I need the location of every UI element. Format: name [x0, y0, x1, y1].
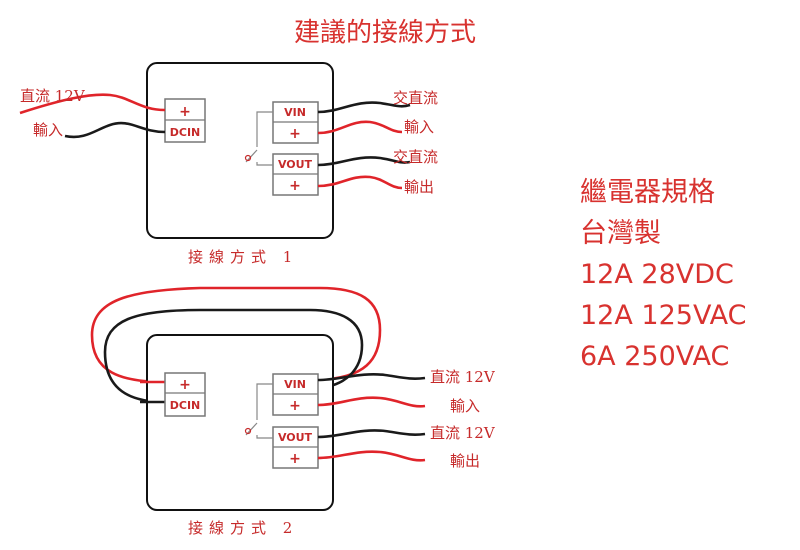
wire-dc-neg — [64, 121, 166, 139]
vin2-label: VIN — [284, 378, 306, 391]
wire-vin-neg — [317, 101, 411, 114]
d2-dc-input-label-2: 輸入 — [450, 397, 480, 415]
d1-acdc-input-label-2: 輸入 — [404, 118, 434, 136]
d2-dc-output-label: 直流 12V — [430, 424, 496, 442]
loop-wire-red — [90, 286, 382, 384]
vout-label: VOUT — [278, 158, 313, 171]
d2-caption: 接線方式 2 — [188, 519, 298, 537]
d1-dc-input-label-2: 輸入 — [33, 121, 63, 139]
d2-dc-output-label-2: 輸出 — [450, 452, 480, 470]
page-title: 建議的接線方式 — [293, 18, 476, 48]
vout2-plus: + — [289, 451, 301, 467]
spec-line: 台灣製 — [580, 218, 661, 249]
d1-caption: 接線方式 1 — [188, 248, 298, 266]
spec-line: 12A 28VDC — [580, 259, 734, 290]
d1-acdc-output-label-2: 輸出 — [404, 178, 434, 196]
spec-line: 12A 125VAC — [580, 300, 747, 331]
wire2-vout-pos — [317, 450, 426, 462]
vin2-plus: + — [289, 398, 301, 414]
dcin2-label: DCIN — [170, 399, 201, 412]
relay-body — [146, 62, 334, 239]
vout2-label: VOUT — [278, 431, 313, 444]
wire-dc-pos — [19, 93, 166, 115]
switch-symbol — [244, 111, 273, 166]
d1-acdc-input-label: 交直流 — [393, 89, 438, 107]
d1-dc-input-label: 直流 12V — [20, 87, 86, 105]
dcin2-plus: + — [179, 377, 191, 393]
spec-line: 6A 250VAC — [580, 341, 730, 372]
d1-acdc-output-label: 交直流 — [393, 148, 438, 166]
diagram-2: + DCIN VIN + VOUT + 直流 12V 輸入 直流 12V 輸出 … — [90, 286, 496, 537]
d2-dc-input-label: 直流 12V — [430, 368, 496, 386]
vout-plus: + — [289, 178, 301, 194]
vin-label: VIN — [284, 106, 306, 119]
vin-plus: + — [289, 126, 301, 142]
wire-vout-pos — [317, 175, 403, 190]
dcin-label: DCIN — [170, 126, 201, 139]
wire-vin-pos — [317, 120, 403, 135]
relay-body-2 — [146, 334, 334, 511]
loop-wire-black — [103, 308, 364, 404]
relay-specs: 繼電器規格 台灣製 12A 28VDC 12A 125VAC 6A 250VAC — [580, 172, 747, 377]
wire2-vin-neg — [317, 373, 426, 382]
switch-symbol-2 — [244, 383, 273, 439]
diagram-1: + DCIN VIN + VOUT + 直流 12V 輸入 交直流 輸入 — [19, 62, 438, 266]
wire2-vin-pos — [317, 396, 426, 408]
wire-vout-neg — [317, 156, 411, 167]
wire2-vout-neg — [317, 429, 426, 439]
dcin-plus: + — [179, 104, 191, 120]
dcin-terminal-2 — [164, 372, 206, 417]
spec-line: 繼電器規格 — [580, 177, 715, 208]
